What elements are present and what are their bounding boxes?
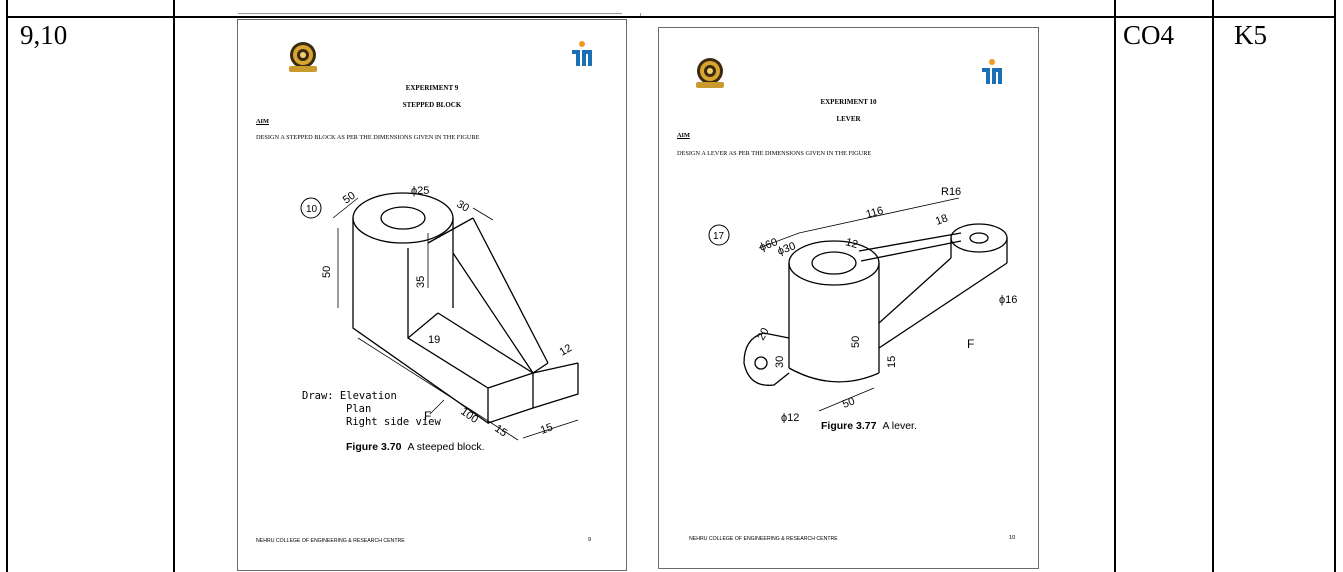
aim-label: AIM xyxy=(256,118,269,125)
dimension-label: 116 xyxy=(865,205,885,221)
institution-logo xyxy=(982,59,1002,84)
experiment-title: LEVER xyxy=(836,115,861,123)
dimension-label: R16 xyxy=(941,186,961,198)
dimension-label: 12 xyxy=(844,236,859,251)
aim-label: AIM xyxy=(677,132,690,139)
figure-caption: Figure 3.77 A lever. xyxy=(821,420,917,432)
lever-drawing: 17 116 R16 18 ϕ60 ϕ30 12 ϕ16 50 15 20 30… xyxy=(708,186,1017,423)
figure-caption-label: Figure 3.77 xyxy=(821,420,877,432)
table-row-border xyxy=(6,16,1336,18)
draw-line: Plan xyxy=(346,403,372,415)
knowledge-level: K5 xyxy=(1234,20,1267,50)
dimension-label: ϕ30 xyxy=(776,240,797,258)
aim-text: DESIGN A LEVER AS PER THE DIMENSIONS GIV… xyxy=(677,150,872,157)
dimension-label: 100 xyxy=(458,406,480,426)
dimension-label: 18 xyxy=(934,212,950,227)
dimension-label: 15 xyxy=(539,421,555,436)
stepped-block-drawing: 10 ϕ25 50 30 50 35 19 12 100 15 15 F xyxy=(300,185,579,441)
draw-instructions: Draw: Elevation Plan Right side view xyxy=(302,390,441,429)
aim-text: DESIGN A STEPPED BLOCK AS PER THE DIMENS… xyxy=(256,134,480,141)
table-divider-col3 xyxy=(1212,0,1214,572)
figure-caption-text: A lever. xyxy=(882,420,917,432)
experiment-10-page: EXPERIMENT 10 LEVER AIM DESIGN A LEVER A… xyxy=(658,27,1039,569)
dimension-label: ϕ16 xyxy=(999,294,1017,306)
page-footer: NEHRU COLLEGE OF ENGINEERING & RESEARCH … xyxy=(256,538,405,544)
draw-line: Right side view xyxy=(346,416,441,428)
dimension-label: 50 xyxy=(321,266,333,278)
page-number: 10 xyxy=(1009,535,1016,541)
dimension-label: 12 xyxy=(558,342,575,359)
dimension-label: 35 xyxy=(415,276,427,288)
dimension-label: 15 xyxy=(886,356,898,368)
experiment-9-page: EXPERIMENT 9 STEPPED BLOCK AIM DESIGN A … xyxy=(237,19,627,571)
dimension-label: 50 xyxy=(850,336,862,348)
college-emblem-logo xyxy=(289,42,317,72)
dimension-label: ϕ60 xyxy=(758,236,779,254)
dimension-label: ϕ12 xyxy=(781,412,799,423)
dimension-label: 20 xyxy=(755,326,772,343)
figure-caption: Figure 3.70 A steeped block. xyxy=(346,441,485,453)
draw-line: Draw: Elevation xyxy=(302,390,397,402)
previous-image-bottom-edge xyxy=(640,13,641,16)
previous-image-bottom-edge xyxy=(238,13,622,14)
view-direction-label: F xyxy=(424,409,431,423)
college-emblem-logo xyxy=(696,58,724,88)
page-footer: NEHRU COLLEGE OF ENGINEERING & RESEARCH … xyxy=(689,536,838,542)
experiment-numbers: 9,10 xyxy=(20,20,68,50)
dimension-label: 19 xyxy=(428,334,440,346)
dimension-label: ϕ25 xyxy=(411,185,429,197)
dimension-label: 30 xyxy=(455,198,472,215)
table-divider-col2 xyxy=(1114,0,1116,572)
figure-number-label: 17 xyxy=(713,231,725,242)
experiment-heading: EXPERIMENT 9 xyxy=(405,84,459,92)
dimension-label: 50 xyxy=(841,395,857,410)
figure-caption-text: A steeped block. xyxy=(407,441,485,453)
figure-caption-label: Figure 3.70 xyxy=(346,441,402,453)
table-divider-col1 xyxy=(173,0,175,572)
table-border-left xyxy=(6,0,8,572)
dimension-label: 50 xyxy=(341,190,358,207)
table-border-right xyxy=(1334,0,1336,572)
institution-logo xyxy=(572,41,592,66)
experiment-heading: EXPERIMENT 10 xyxy=(820,98,877,106)
view-direction-label: F xyxy=(967,337,974,351)
dimension-label: 30 xyxy=(774,356,786,368)
figure-number-label: 10 xyxy=(306,204,318,215)
page-number: 9 xyxy=(588,537,592,543)
experiment-title: STEPPED BLOCK xyxy=(402,101,462,109)
dimension-label: 15 xyxy=(492,423,509,440)
course-outcome: CO4 xyxy=(1123,20,1175,50)
